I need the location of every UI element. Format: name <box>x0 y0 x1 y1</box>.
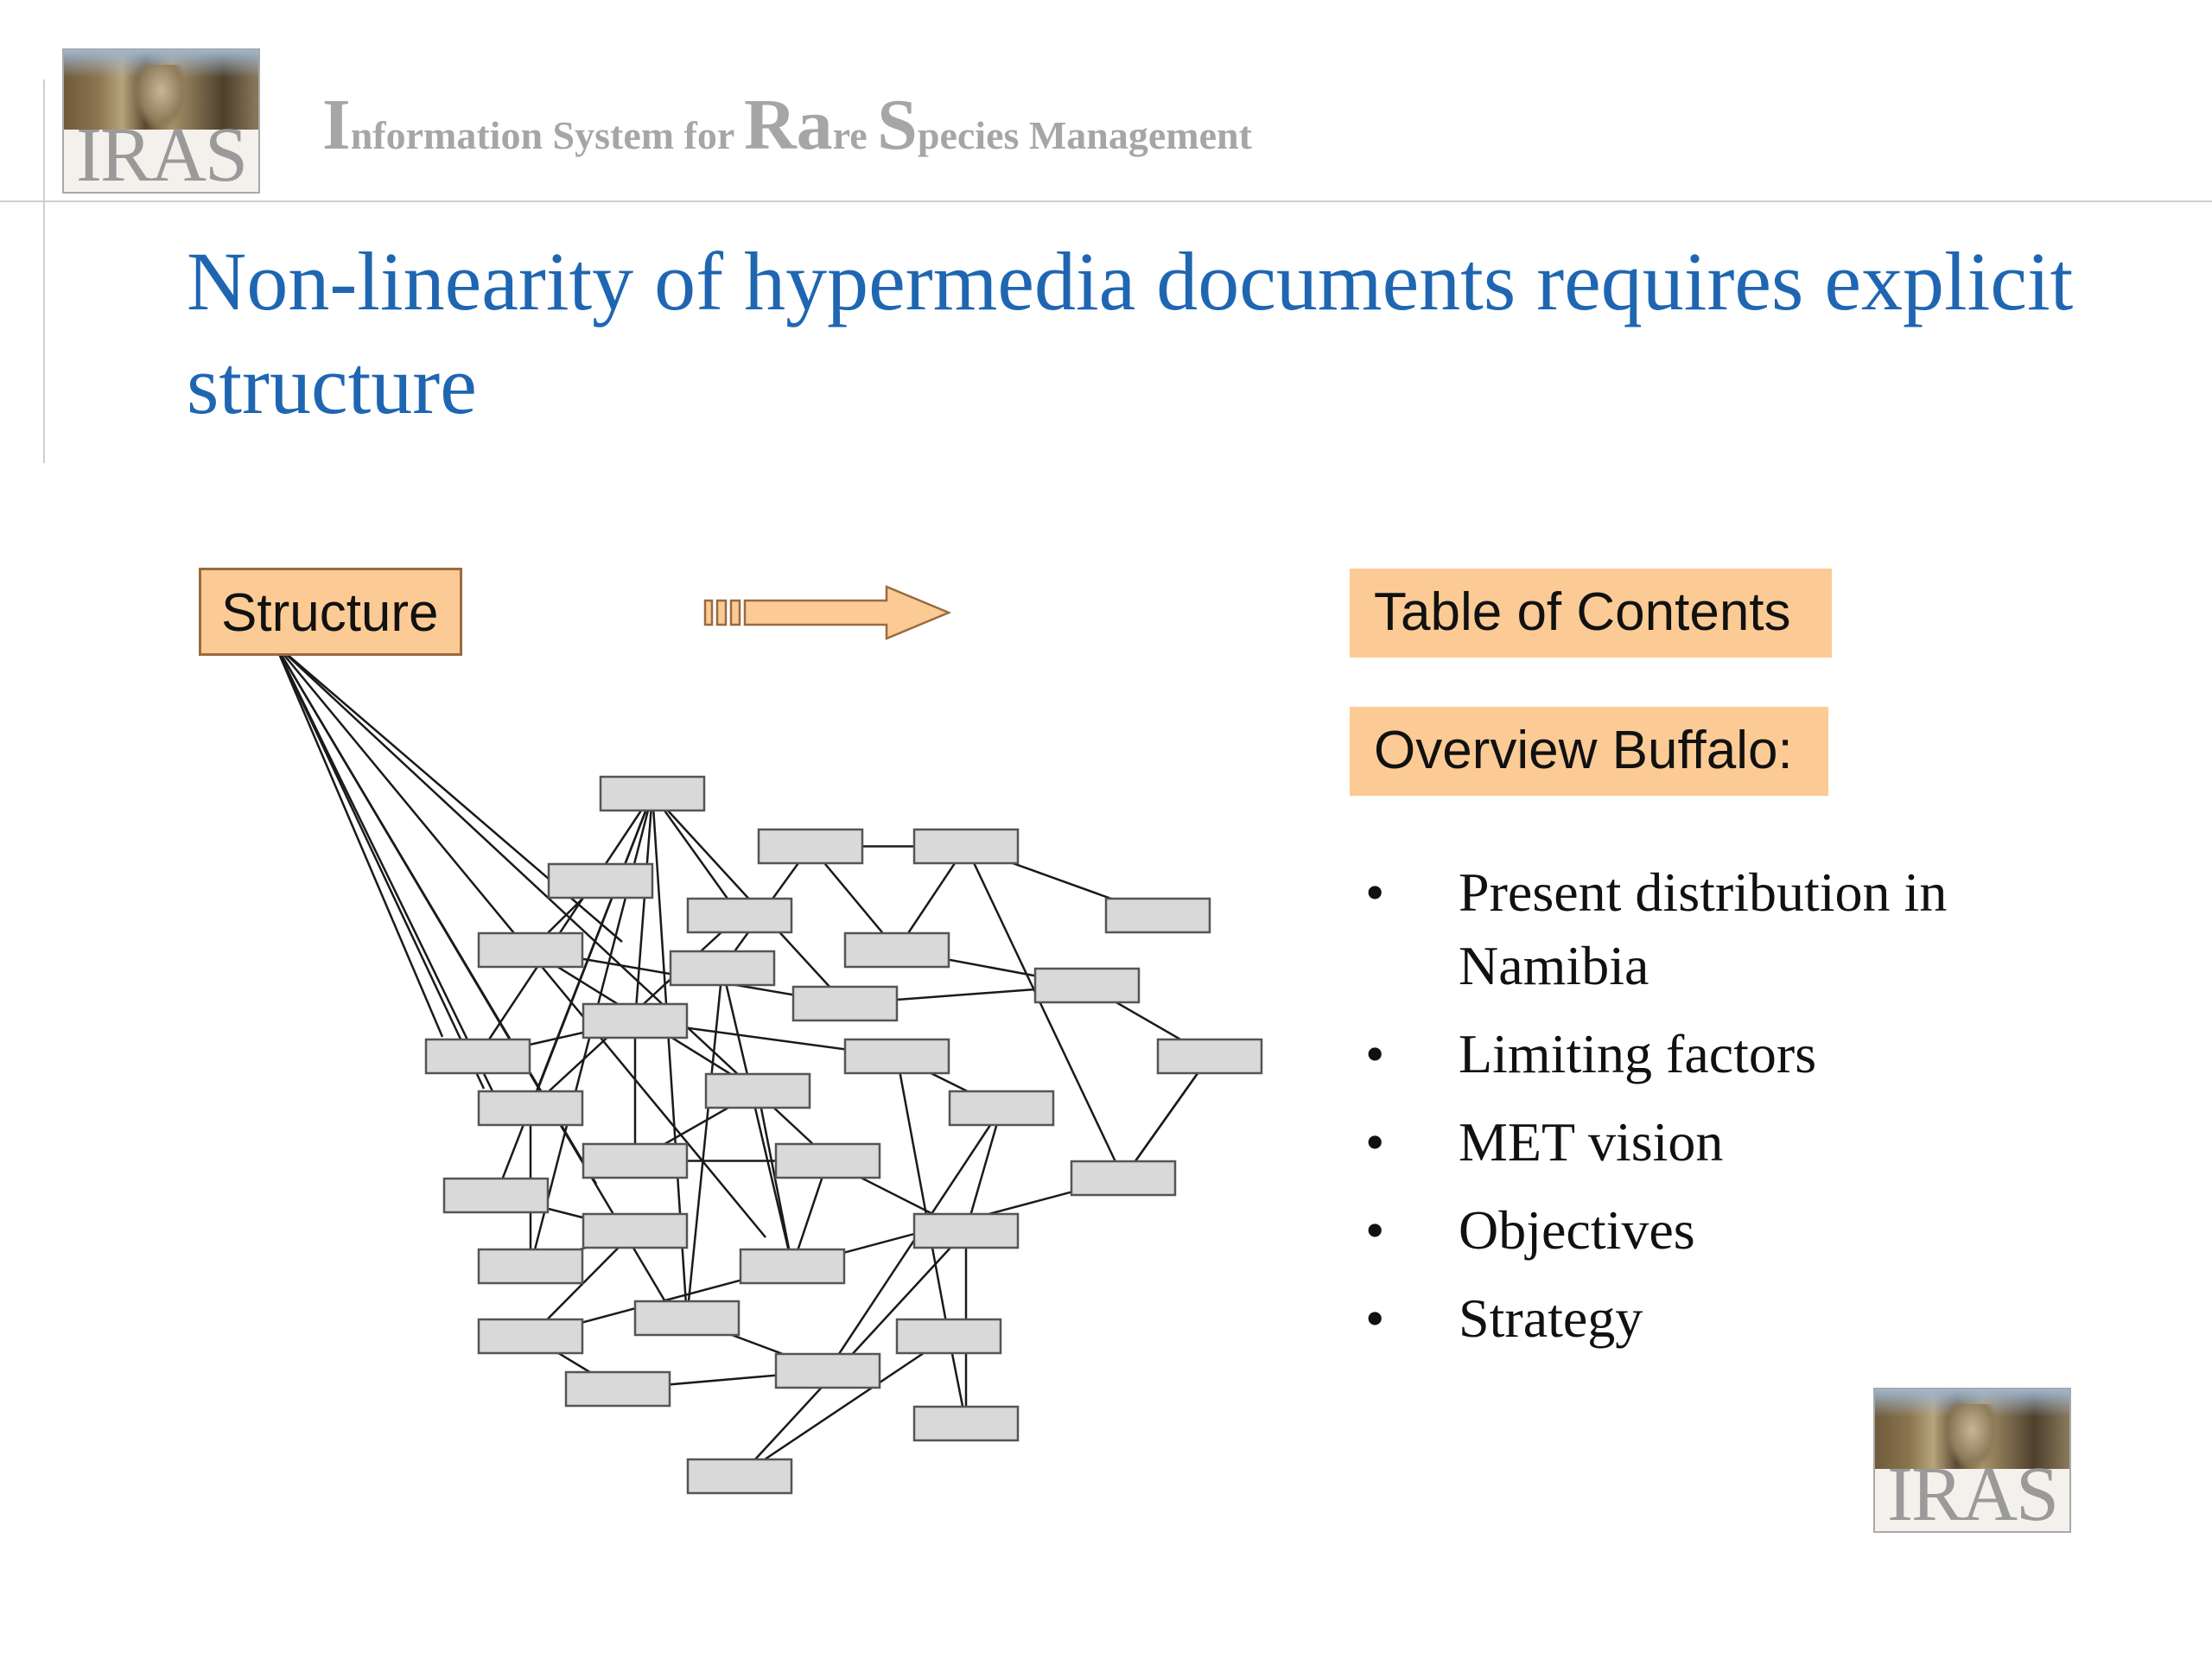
structure-line <box>273 643 674 1314</box>
document-node <box>774 1142 881 1179</box>
header-divider <box>0 200 2212 202</box>
document-node <box>633 1300 741 1337</box>
document-node <box>1070 1160 1177 1197</box>
header-title-part: nformation System for <box>350 113 744 157</box>
document-node <box>912 1212 1020 1249</box>
bullet-text: MET vision <box>1459 1111 1724 1173</box>
arrow-icon <box>703 585 952 640</box>
document-node <box>564 1370 671 1408</box>
connection-line <box>476 792 654 1058</box>
document-node <box>686 1458 793 1495</box>
document-node <box>704 1072 811 1109</box>
structure-line <box>273 643 486 1090</box>
document-node <box>843 1038 950 1075</box>
document-node <box>791 985 899 1022</box>
document-node <box>895 1318 1002 1355</box>
document-node <box>739 1248 846 1285</box>
document-node <box>774 1352 881 1389</box>
document-node <box>582 1142 689 1179</box>
bullet-dot: • <box>1365 861 1385 923</box>
header-title-part: I <box>322 85 351 165</box>
connection-line <box>895 1056 950 1337</box>
bullet-item: • Present distribution in Namibia <box>1365 855 2108 1002</box>
bullet-item: • Objectives <box>1365 1193 2108 1267</box>
logo-text: IRAS <box>75 112 248 194</box>
bullet-item: • MET vision <box>1365 1105 2108 1179</box>
bullet-dot: • <box>1365 1287 1385 1349</box>
bullet-dot: • <box>1365 1023 1385 1084</box>
document-node <box>477 931 584 969</box>
connection-line <box>685 968 724 1319</box>
document-node <box>582 1002 689 1039</box>
document-node <box>547 862 654 899</box>
overview-box: Overview Buffalo: <box>1350 707 1828 796</box>
document-node <box>1033 967 1141 1004</box>
structure-line <box>274 643 829 1159</box>
document-node <box>757 828 864 865</box>
connection-line <box>1122 1055 1211 1179</box>
document-node <box>424 1038 531 1075</box>
document-node <box>669 950 776 987</box>
structure-box: Structure <box>199 568 462 656</box>
document-node <box>477 1248 584 1285</box>
table-of-contents-box: Table of Contents <box>1350 569 1832 658</box>
bullet-item: • Strategy <box>1365 1281 2108 1355</box>
header-title-part: pecies Management <box>917 113 1252 157</box>
bullet-text: Strategy <box>1459 1287 1643 1349</box>
document-node <box>948 1090 1055 1127</box>
slide-title: Non-linearity of hypermedia documents re… <box>187 235 2074 431</box>
logo-text: IRAS <box>1886 1452 2059 1533</box>
connection-line <box>964 845 1125 1179</box>
wildlife-photo <box>1875 1389 2069 1469</box>
document-node <box>686 897 793 934</box>
connection-line <box>721 968 794 1267</box>
iras-logo: IRAS <box>62 48 260 194</box>
document-node <box>599 775 706 812</box>
header-title: Information System for Rare Species Mana… <box>322 83 1252 167</box>
bullet-dot: • <box>1365 1111 1385 1173</box>
document-node <box>912 828 1020 865</box>
connection-line <box>964 1108 1003 1231</box>
document-node <box>477 1318 584 1355</box>
connection-line <box>739 1335 950 1478</box>
connection-line <box>651 792 741 917</box>
document-node <box>582 1212 689 1249</box>
bullet-text: Objectives <box>1459 1199 1695 1261</box>
document-node <box>1104 897 1211 934</box>
structure-line <box>273 643 444 1038</box>
bullet-text: Present distribution in Namibia <box>1459 861 1948 996</box>
document-node <box>1156 1038 1263 1075</box>
iras-logo-footer: IRAS <box>1873 1388 2071 1533</box>
document-node <box>912 1405 1020 1442</box>
side-divider <box>43 79 45 463</box>
connection-line <box>633 793 654 1021</box>
document-node <box>477 1090 584 1127</box>
bullet-text: Limiting factors <box>1459 1023 1817 1084</box>
bullet-item: • Limiting factors <box>1365 1017 2108 1090</box>
wildlife-photo <box>64 50 258 130</box>
bullet-list: • Present distribution in Namibia • Limitin… <box>1365 855 2108 1370</box>
document-node <box>843 931 950 969</box>
document-node <box>442 1177 550 1214</box>
header-title-part: re <box>832 113 878 157</box>
header-title-part: S <box>877 85 918 165</box>
connection-line <box>494 793 654 1196</box>
header-title-part: Ra <box>743 85 833 165</box>
bullet-dot: • <box>1365 1199 1385 1261</box>
